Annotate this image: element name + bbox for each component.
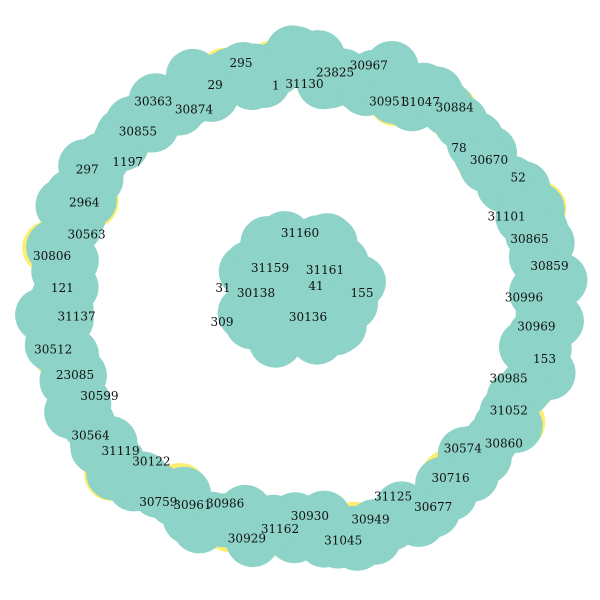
node-label: 30860 [485,437,523,451]
node-label: 30884 [436,100,475,114]
node-label: 153 [533,352,556,366]
node-label: 30716 [432,471,470,485]
node-label: 30985 [490,372,528,386]
node-label: 31130 [285,77,323,91]
node-label: 30677 [414,500,452,514]
node-label: 30574 [444,441,483,455]
node-label: 1 [272,78,280,92]
node-label: 41 [308,279,323,293]
node-label: 31101 [488,210,526,224]
node-label: 31045 [324,533,362,547]
node-label: 30855 [119,125,157,139]
node-label: 30874 [175,103,214,117]
node-label: 295 [230,56,253,70]
node-label: 30929 [228,532,266,546]
node-label: 31160 [281,226,319,240]
node-label: 30806 [33,249,71,263]
graph-node [296,284,351,339]
node-label: 30670 [470,153,508,167]
node-label: 155 [351,286,374,300]
node-label: 30930 [291,509,329,523]
node-label: 29 [207,78,222,92]
node-label: 30986 [206,497,244,511]
node-label: 30136 [289,310,327,324]
node-label: 31047 [402,95,440,109]
node-label: 30512 [34,343,72,357]
node-label: 31162 [261,522,299,536]
node-label: 31119 [102,444,140,458]
node-label: 23825 [316,66,354,80]
node-label: 30949 [351,513,389,527]
node-label: 31159 [251,261,289,275]
node-label: 297 [76,162,99,176]
node-label: 31137 [58,309,96,323]
node-label: 52 [510,171,525,185]
node-label: 309 [211,315,234,329]
node-label: 30138 [237,286,275,300]
node-label: 30951 [369,94,407,108]
node-label: 1197 [112,155,143,169]
node-label: 121 [51,281,74,295]
node-label: 31161 [306,263,344,277]
node-label: 23085 [56,368,94,382]
node-label: 31 [215,281,230,295]
node-label: 2964 [69,196,100,210]
node-label: 30967 [350,58,388,72]
node-label: 30564 [71,429,110,443]
node-label: 30996 [505,290,543,304]
node-label: 31125 [374,489,412,503]
node-label: 78 [451,141,466,155]
node-label: 30865 [510,232,548,246]
graph-node [229,249,283,304]
node-label: 30563 [68,227,106,241]
graph-node [509,265,564,320]
node-label: 30122 [132,455,170,469]
node-label: 30961 [173,498,211,512]
node-label: 31052 [490,403,528,417]
node-label: 30859 [530,259,568,273]
node-label: 30759 [139,495,177,509]
node-label: 30363 [134,95,172,109]
nodes-layer [15,25,588,571]
node-label: 30599 [80,389,118,403]
graph-node [274,229,329,284]
node-label: 30969 [517,320,555,334]
